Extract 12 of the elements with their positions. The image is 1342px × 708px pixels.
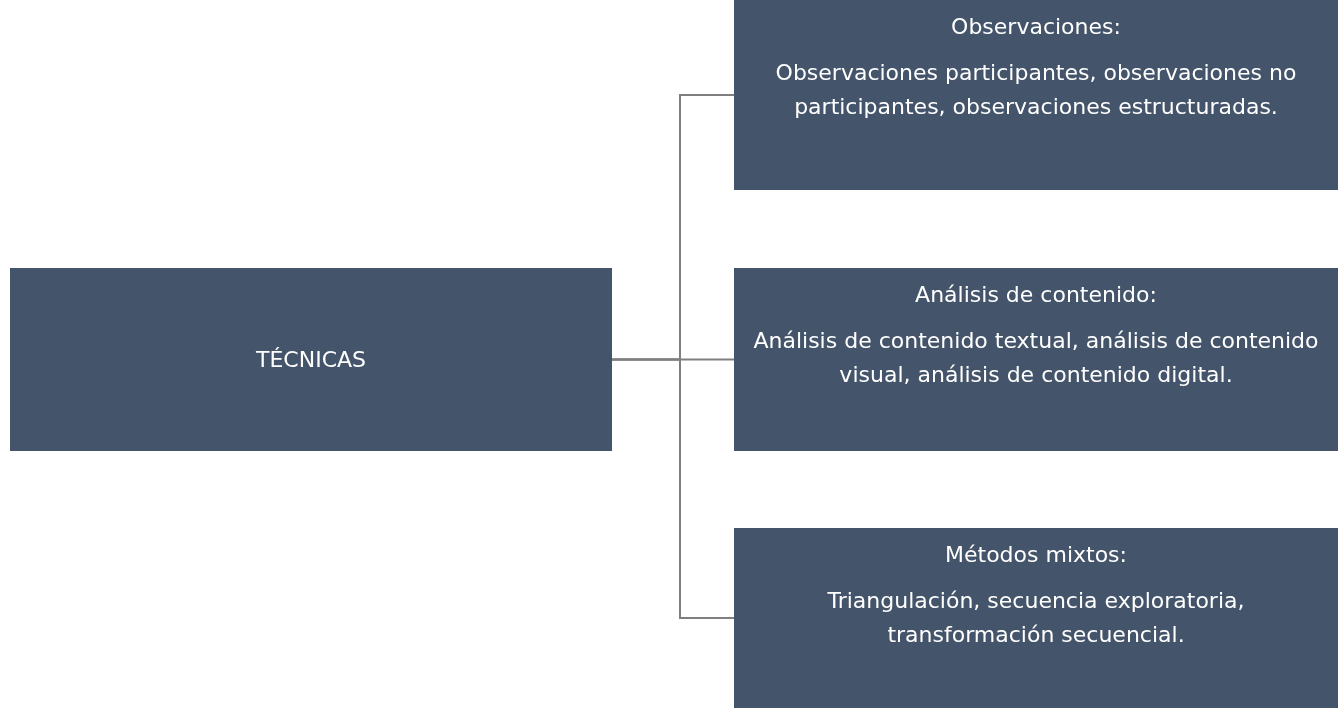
connector-line bbox=[611, 358, 735, 619]
box-text: Triangulación, secuencia exploratoria, transformación secuencial. bbox=[826, 587, 1246, 649]
box-heading: Métodos mixtos: bbox=[945, 541, 1127, 569]
box-text: Observaciones participantes, observaciones no participantes, observaciones estructuradas. bbox=[774, 59, 1298, 121]
box-heading: Análisis de contenido: bbox=[915, 281, 1157, 309]
topic-box bbox=[734, 268, 1338, 451]
topic-box bbox=[734, 528, 1338, 708]
box-heading: Observaciones: bbox=[951, 13, 1121, 41]
box-heading: TÉCNICAS bbox=[256, 345, 366, 374]
topic-box bbox=[10, 268, 612, 451]
box-text: Análisis de contenido textual, análisis de contenido visual, análisis de contenido digital. bbox=[752, 327, 1320, 389]
topic-box bbox=[734, 0, 1338, 190]
